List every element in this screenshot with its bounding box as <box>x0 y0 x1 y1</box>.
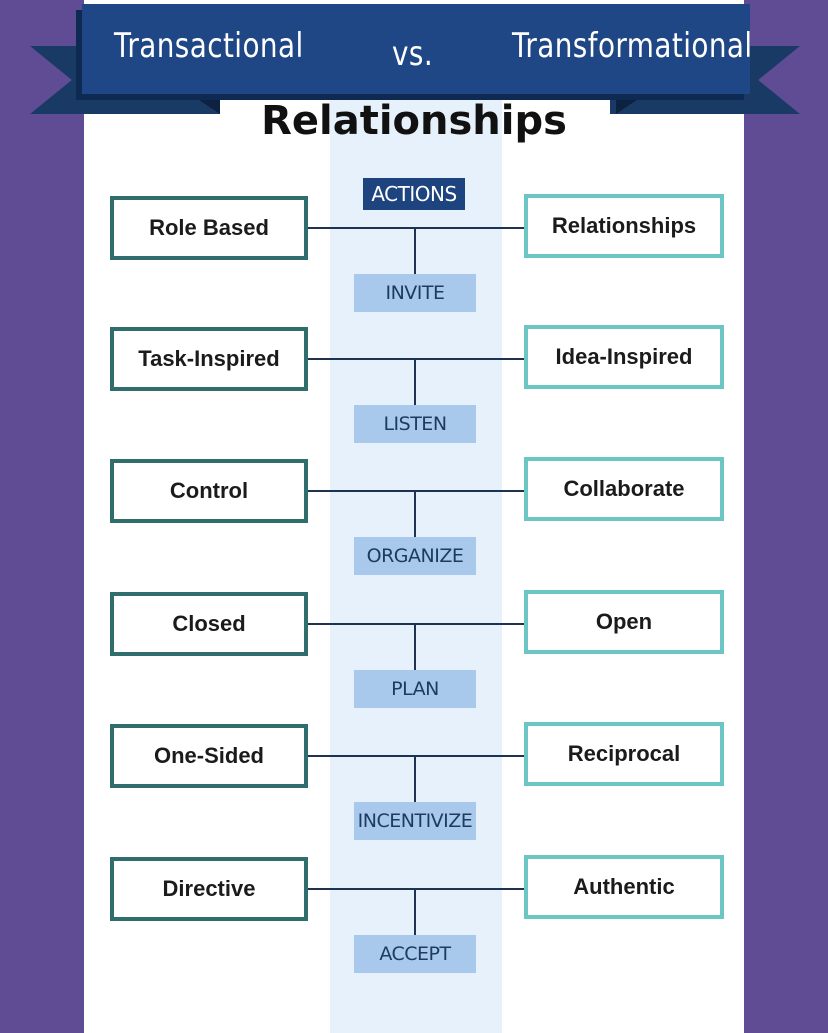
actions-header: ACTIONS <box>363 178 465 210</box>
connector-line <box>308 888 524 890</box>
transactional-trait: Directive <box>110 857 308 921</box>
transactional-trait: Role Based <box>110 196 308 260</box>
transformational-trait: Reciprocal <box>524 722 724 786</box>
transformational-trait: Idea-Inspired <box>524 325 724 389</box>
banner-right-label: Transformational <box>512 26 753 66</box>
connector-line <box>308 623 524 625</box>
transactional-trait: Control <box>110 459 308 523</box>
action-label: ACCEPT <box>354 935 476 973</box>
action-connector <box>414 889 416 935</box>
action-connector <box>414 624 416 670</box>
action-label: ORGANIZE <box>354 537 476 575</box>
page-title: Relationships <box>261 98 567 144</box>
action-label: LISTEN <box>354 405 476 443</box>
connector-line <box>308 227 524 229</box>
transactional-trait: Closed <box>110 592 308 656</box>
transformational-trait: Open <box>524 590 724 654</box>
action-connector <box>414 491 416 537</box>
ribbon-fold-right <box>616 94 646 114</box>
transactional-trait: One-Sided <box>110 724 308 788</box>
banner-left-label: Transactional <box>114 26 304 66</box>
connector-line <box>308 755 524 757</box>
transformational-trait: Collaborate <box>524 457 724 521</box>
action-label: INCENTIVIZE <box>354 802 476 840</box>
action-label: PLAN <box>354 670 476 708</box>
transformational-trait: Relationships <box>524 194 724 258</box>
transformational-trait: Authentic <box>524 855 724 919</box>
action-label: INVITE <box>354 274 476 312</box>
action-connector <box>414 359 416 405</box>
action-connector <box>414 756 416 802</box>
ribbon-fold-left <box>190 94 220 114</box>
transactional-trait: Task-Inspired <box>110 327 308 391</box>
connector-line <box>308 358 524 360</box>
connector-line <box>308 490 524 492</box>
title-banner: Transactional vs. Transformational <box>82 4 753 94</box>
banner-vs-label: vs. <box>392 34 434 74</box>
action-connector <box>414 228 416 274</box>
